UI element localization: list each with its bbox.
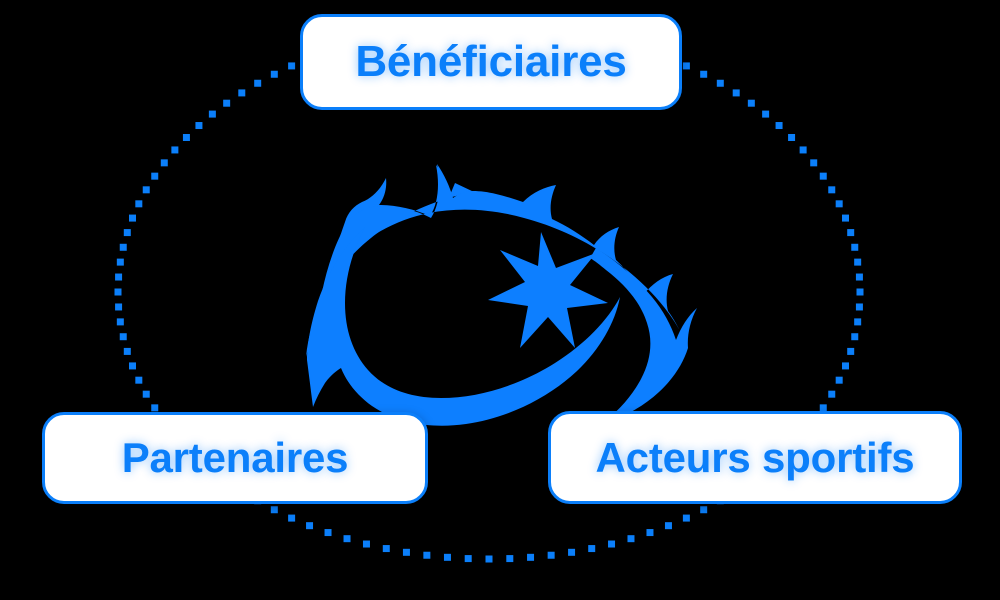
ring-dot <box>238 89 246 97</box>
node-beneficiaires[interactable]: Bénéficiaires <box>300 14 682 110</box>
eye-upper-lid <box>322 164 686 346</box>
ring-dot <box>819 404 827 412</box>
ring-dot <box>854 258 862 266</box>
node-acteurs-sportifs[interactable]: Acteurs sportifs <box>548 411 962 504</box>
ring-dot <box>847 347 855 355</box>
ring-dot <box>115 273 123 281</box>
ring-dot <box>151 404 159 412</box>
ring-dot <box>116 318 124 326</box>
ring-dot <box>854 318 862 326</box>
ring-dot <box>114 288 122 296</box>
ring-dot <box>306 522 314 530</box>
ring-dot <box>402 548 410 556</box>
ring-dot <box>842 362 849 370</box>
ring-dot <box>129 362 136 370</box>
ring-dot <box>160 159 168 167</box>
ring-dot <box>664 522 672 530</box>
ring-dot <box>254 79 262 87</box>
ring-dot <box>855 273 863 281</box>
six-pointed-star <box>488 232 608 348</box>
ring-dot <box>119 243 127 251</box>
ring-dot <box>116 258 124 266</box>
ring-dot <box>135 200 143 208</box>
ring-dot <box>485 555 493 563</box>
ring-dot <box>443 553 451 561</box>
ring-dot <box>123 347 131 355</box>
ring-dot <box>810 159 818 167</box>
ring-dot <box>343 535 351 543</box>
node-partenaires-label: Partenaires <box>121 434 349 481</box>
ring-dot <box>716 79 724 87</box>
ring-dot <box>747 99 755 107</box>
ring-dot <box>842 214 849 222</box>
ring-dot <box>423 551 431 559</box>
ring-dot <box>788 133 796 141</box>
ring-dot <box>855 303 863 311</box>
ring-dot <box>223 99 231 107</box>
ring-dot <box>129 214 136 222</box>
ring-dot <box>851 243 859 251</box>
node-acteurs-sportifs-label: Acteurs sportifs <box>595 433 915 481</box>
ring-dot <box>568 548 576 556</box>
ring-dot <box>819 172 827 180</box>
ring-dot <box>208 110 216 118</box>
ring-dot <box>646 529 654 537</box>
ring-dot <box>828 390 836 398</box>
ring-dot <box>182 133 190 141</box>
ring-dot <box>151 172 159 180</box>
ring-dot <box>119 333 127 341</box>
ring-dot <box>847 229 855 237</box>
ring-dot <box>382 545 390 553</box>
ring-dot <box>700 506 708 514</box>
ring-dot <box>856 288 864 296</box>
ring-dot <box>732 89 740 97</box>
ring-dot <box>135 376 143 384</box>
ring-dot <box>835 376 843 384</box>
ring-dot <box>608 540 616 548</box>
ring-dot <box>588 545 596 553</box>
ring-dot <box>288 62 296 70</box>
ring-dot <box>288 514 296 522</box>
ring-dot <box>142 390 150 398</box>
ring-dot <box>464 555 472 563</box>
ring-dot <box>123 229 131 237</box>
ring-dot <box>775 122 783 130</box>
ring-dot <box>527 553 535 561</box>
ring-dot <box>171 146 179 154</box>
ring-dot <box>762 110 770 118</box>
ring-dot <box>324 529 332 537</box>
ring-dot <box>142 186 150 194</box>
ring-dot <box>115 303 123 311</box>
eye-lower-sweep <box>307 227 620 426</box>
ring-dot <box>682 514 690 522</box>
ring-dot <box>851 333 859 341</box>
ring-dot <box>195 122 203 130</box>
ring-dot <box>362 540 370 548</box>
ring-dot <box>682 62 690 70</box>
ring-dot <box>506 555 514 563</box>
node-partenaires[interactable]: Partenaires <box>42 412 428 504</box>
eye-right-hook <box>590 248 697 425</box>
ring-dot <box>270 506 278 514</box>
ring-dot <box>627 535 635 543</box>
ring-dot <box>547 551 555 559</box>
ring-dot <box>828 186 836 194</box>
ring-dot <box>700 70 708 78</box>
ring-dot <box>799 146 807 154</box>
ring-dot <box>270 70 278 78</box>
eye-star-logo-group <box>306 164 697 426</box>
ring-dot <box>835 200 843 208</box>
node-beneficiaires-label: Bénéficiaires <box>355 37 627 86</box>
